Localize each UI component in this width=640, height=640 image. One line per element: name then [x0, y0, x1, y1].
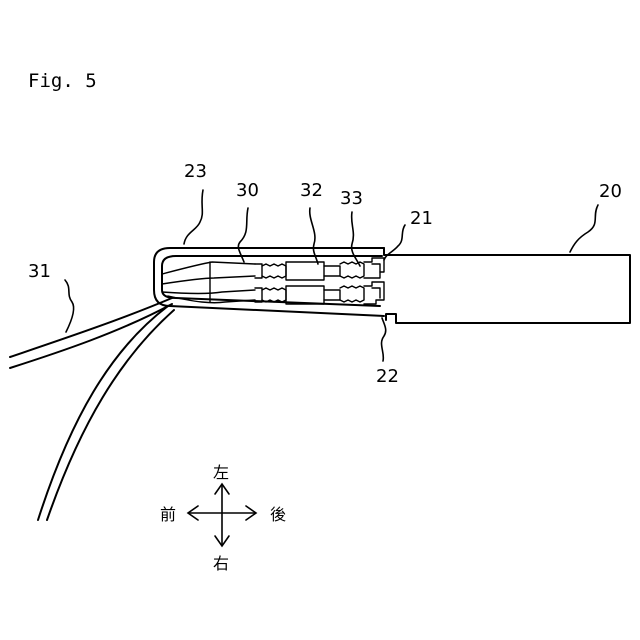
housing-23 — [154, 248, 384, 316]
label-21: 21 — [410, 208, 433, 229]
direction-up-label: 左 — [213, 463, 229, 482]
label-31: 31 — [28, 261, 51, 282]
label-20: 20 — [599, 181, 622, 202]
lower-connector — [255, 282, 384, 304]
label-22: 22 — [376, 366, 399, 387]
figure-title: Fig. 5 — [28, 70, 97, 92]
upper-connector — [255, 258, 384, 280]
direction-down-label: 右 — [213, 554, 229, 573]
label-33: 33 — [340, 188, 363, 209]
cable-31 — [10, 298, 174, 520]
direction-indicator — [188, 484, 256, 546]
label-32: 32 — [300, 180, 323, 201]
device-body-20 — [384, 248, 630, 323]
label-23: 23 — [184, 161, 207, 182]
label-30: 30 — [236, 180, 259, 201]
direction-right-label: 後 — [270, 505, 286, 524]
fiber-bundle-30 — [162, 262, 255, 303]
direction-left-label: 前 — [160, 505, 176, 524]
